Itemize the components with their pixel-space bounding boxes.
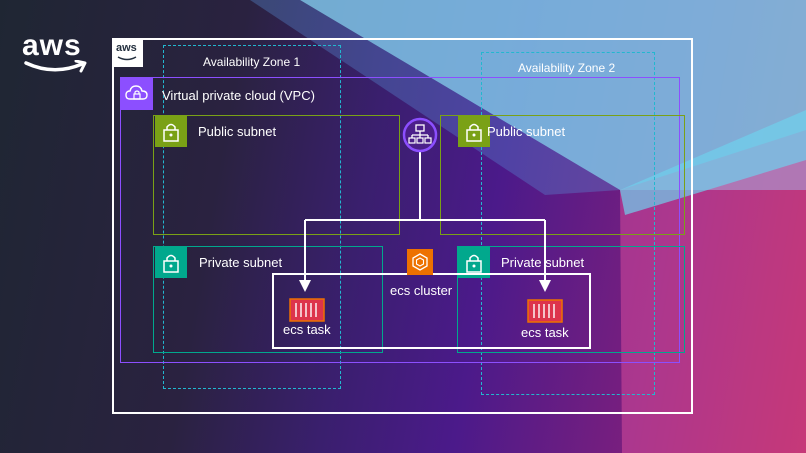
ecs-icon <box>407 249 433 275</box>
public-subnet-1-label: Public subnet <box>198 124 277 139</box>
aws-smile-icon <box>24 60 87 73</box>
private-subnet-1-label: Private subnet <box>199 255 283 270</box>
ecs-task-2-label: ecs task <box>521 325 569 340</box>
private-subnet-1 <box>153 246 383 353</box>
private-subnet-2 <box>457 246 685 353</box>
ecs-cluster-label: ecs cluster <box>390 283 453 298</box>
public-subnet-2 <box>440 115 685 235</box>
aws-badge-smile-icon <box>117 56 137 61</box>
availability-zone-1 <box>163 45 341 389</box>
container-task-icon <box>527 299 563 323</box>
lock-icon <box>155 116 187 147</box>
vpc-label: Virtual private cloud (VPC) <box>162 88 315 103</box>
private-subnet-2-label: Private subnet <box>501 255 585 270</box>
aws-logo: aws <box>22 30 92 78</box>
ecs-task-1-label: ecs task <box>283 322 331 337</box>
container-task-icon <box>289 298 325 322</box>
az2-label: Availability Zone 2 <box>518 61 616 75</box>
public-subnet-2-label: Public subnet <box>487 124 566 139</box>
availability-zone-2 <box>481 52 655 395</box>
lock-icon <box>458 116 490 147</box>
lock-icon <box>155 247 187 278</box>
load-balancer-icon <box>402 117 438 153</box>
public-subnet-1 <box>153 115 400 235</box>
aws-cloud-badge: aws <box>113 39 143 67</box>
vpc-group <box>120 77 680 363</box>
vpc-cloud-icon <box>120 77 153 110</box>
lock-icon <box>458 247 490 278</box>
az1-label: Availability Zone 1 <box>203 55 301 69</box>
aws-cloud-group <box>112 38 693 414</box>
